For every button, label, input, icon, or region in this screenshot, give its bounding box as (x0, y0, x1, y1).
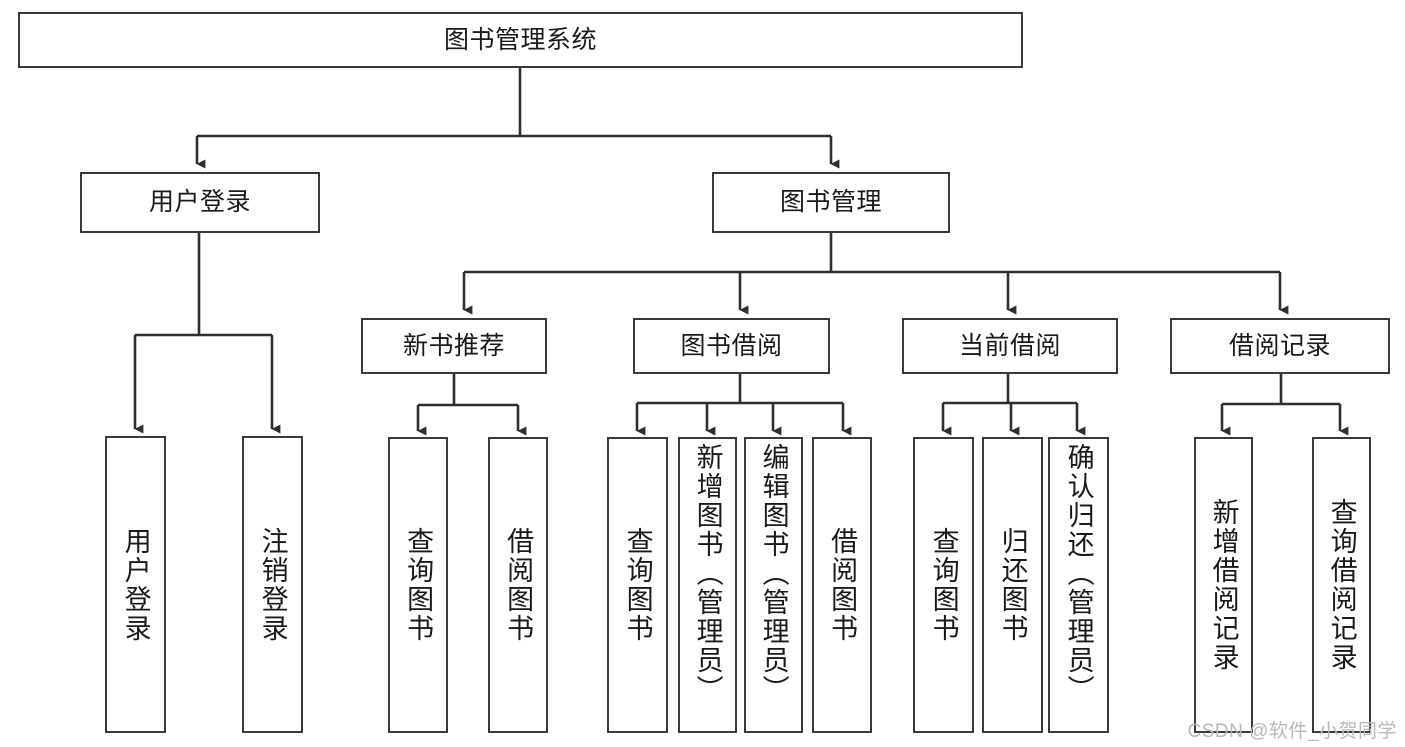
leaf-add-book-admin[interactable]: 新增图书（管理员） (678, 437, 737, 733)
leaf-borrow-book-borrow-label: 借阅图书 (827, 527, 858, 643)
leaf-edit-book-admin[interactable]: 编辑图书（管理员） (744, 437, 803, 733)
node-borrow-record[interactable]: 借阅记录 (1170, 318, 1390, 374)
leaf-return-book-label: 归还图书 (997, 527, 1028, 643)
leaf-confirm-return-admin-label: 确认归还（管理员） (1063, 443, 1094, 704)
leaf-query-book-current[interactable]: 查询图书 (913, 437, 974, 733)
node-user-login-label: 用户登录 (148, 188, 251, 216)
node-book-manage[interactable]: 图书管理 (712, 172, 950, 233)
leaf-user-login-label: 用户登录 (120, 526, 151, 643)
leaf-query-borrow-record-label: 查询借阅记录 (1326, 498, 1357, 672)
node-user-login[interactable]: 用户登录 (80, 172, 320, 233)
leaf-query-book-borrow-label: 查询图书 (622, 527, 653, 643)
leaf-query-borrow-record[interactable]: 查询借阅记录 (1312, 437, 1371, 733)
leaf-logout-login-label: 注销登录 (257, 526, 288, 643)
node-current-borrow-label: 当前借阅 (958, 331, 1061, 360)
node-current-borrow[interactable]: 当前借阅 (902, 318, 1118, 374)
leaf-user-login[interactable]: 用户登录 (105, 436, 166, 733)
leaf-confirm-return-admin[interactable]: 确认归还（管理员） (1048, 437, 1109, 733)
node-root-system[interactable]: 图书管理系统 (18, 12, 1023, 68)
leaf-add-book-admin-label: 新增图书（管理员） (692, 443, 723, 704)
leaf-borrow-book-recommend-label: 借阅图书 (503, 527, 534, 643)
leaf-logout-login[interactable]: 注销登录 (242, 436, 303, 733)
leaf-add-borrow-record-label: 新增借阅记录 (1208, 498, 1239, 672)
leaf-borrow-book-borrow[interactable]: 借阅图书 (812, 437, 872, 733)
node-new-book-recommend[interactable]: 新书推荐 (361, 318, 547, 374)
node-root-system-label: 图书管理系统 (443, 25, 597, 54)
leaf-query-book-borrow[interactable]: 查询图书 (607, 437, 668, 733)
node-book-borrow-label: 图书借阅 (680, 331, 783, 360)
leaf-query-book-current-label: 查询图书 (928, 527, 959, 643)
leaf-borrow-book-recommend[interactable]: 借阅图书 (488, 437, 548, 733)
leaf-add-borrow-record[interactable]: 新增借阅记录 (1194, 437, 1253, 733)
watermark-text: CSDN @软件_小贺同学 (1187, 721, 1397, 742)
leaf-edit-book-admin-label: 编辑图书（管理员） (758, 443, 789, 704)
leaf-query-book-recommend-label: 查询图书 (403, 527, 434, 643)
node-book-borrow[interactable]: 图书借阅 (633, 318, 830, 374)
node-new-book-recommend-label: 新书推荐 (402, 331, 505, 360)
leaf-return-book[interactable]: 归还图书 (982, 437, 1043, 733)
node-borrow-record-label: 借阅记录 (1228, 331, 1331, 360)
leaf-query-book-recommend[interactable]: 查询图书 (388, 437, 448, 733)
node-book-manage-label: 图书管理 (779, 188, 882, 216)
